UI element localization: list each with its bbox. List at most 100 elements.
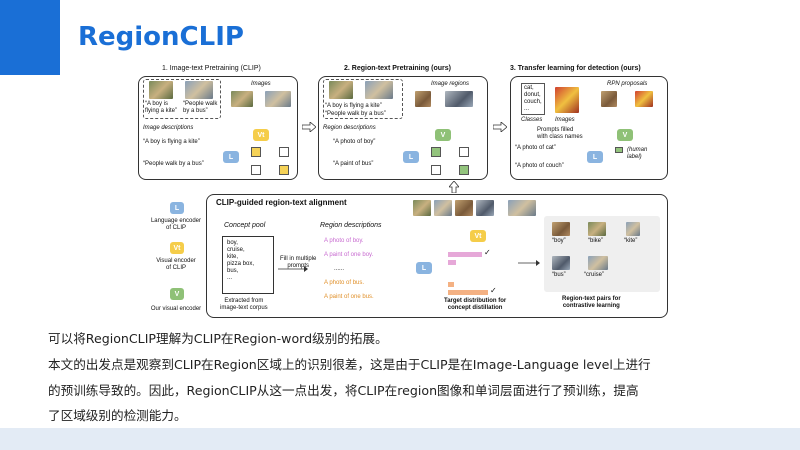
kite-photo <box>329 81 353 99</box>
pair-thumb-kite <box>626 222 640 236</box>
legend-language-encoder: L <box>170 202 184 214</box>
caption-kite: “A boy is flying a kite” <box>325 103 382 109</box>
images-label: Images <box>251 81 271 87</box>
classes-list: cat, donut, couch, ... <box>521 83 545 115</box>
distribution-bar <box>448 290 488 295</box>
rpn-proposals-label: RPN proposals <box>607 81 648 87</box>
description-cat: “A photo of cat” <box>515 145 556 151</box>
bus-photo <box>365 81 393 99</box>
similarity-cell <box>251 147 261 157</box>
body-line-2: 本文的出发点是观察到CLIP在Region区域上的识别很差，这是由于CLIP是在… <box>48 357 651 372</box>
similarity-cell <box>251 165 261 175</box>
region-desc-3: ...... <box>334 266 345 272</box>
caption-bus: “People walk by a bus” <box>325 111 386 117</box>
image-caption-group <box>143 79 221 119</box>
panel-image-text-pretraining: “A boy is flying a kite” “People walk by… <box>138 76 298 180</box>
our-visual-encoder: V <box>617 129 633 141</box>
legend-language-caption: Language encoder of CLIP <box>150 218 202 231</box>
arrow-right-icon <box>278 266 308 272</box>
check-icon: ✓ <box>484 248 491 257</box>
body-line-3: 的预训练导致的。因此，RegionCLIP从这一点出发，将CLIP在region… <box>48 383 639 398</box>
classes-label: Classes <box>521 117 543 123</box>
concept-pool-text: boy, cruise, kite, pizza box, bus, ... <box>227 240 255 281</box>
pair-thumb-bike <box>588 222 606 236</box>
prompts-label: Prompts filled with class names <box>537 127 583 140</box>
pair-label-cruise: “cruise” <box>584 272 605 278</box>
clip-visual-encoder: Vt <box>470 230 486 242</box>
our-visual-encoder: V <box>435 129 451 141</box>
pair-label-bus: “bus” <box>552 272 566 278</box>
distribution-bar <box>448 260 456 265</box>
panel1-title: 1. Image-text Pretraining (CLIP) <box>162 65 261 72</box>
description-bus: “A paint of bus” <box>333 161 374 167</box>
region-desc-5: A paint of one bus. <box>324 294 374 300</box>
region-desc-4: A photo of bus. <box>324 280 365 286</box>
similarity-cell <box>459 147 469 157</box>
images-label: Images <box>555 117 575 123</box>
similarity-cell <box>459 165 469 175</box>
fill-prompts-caption: Fill in multiple prompts <box>280 256 317 269</box>
body-line-1: 可以将RegionCLIP理解为CLIP在Region-word级别的拓展。 <box>48 331 388 346</box>
corpus-caption: Extracted from image-text corpus <box>220 298 268 311</box>
description-kite: “A boy is flying a kite” <box>143 139 200 145</box>
region-strip-5 <box>508 200 536 216</box>
caption-bus: “People walk by a bus” <box>183 101 218 114</box>
clip-language-encoder: L <box>403 151 419 163</box>
human-label: (human label) <box>627 147 648 160</box>
concept-pool-document: boy, cruise, kite, pizza box, bus, ... <box>222 236 274 294</box>
target-distribution-caption: Target distribution for concept distilla… <box>444 298 507 311</box>
similarity-cell <box>279 147 289 157</box>
pair-thumb-boy <box>552 222 570 236</box>
regionclip-figure: 1. Image-text Pretraining (CLIP) 2. Regi… <box>138 62 668 322</box>
image-thumb-1 <box>231 91 253 107</box>
arrow-up-icon <box>449 181 459 193</box>
region-strip-2 <box>434 200 452 216</box>
proposal-thumb-2 <box>635 91 653 107</box>
description-bus: “People walk by a bus” <box>143 161 204 167</box>
concept-pool-label: Concept pool <box>224 222 266 229</box>
region-descriptions-label: Region descriptions <box>323 125 376 131</box>
image-regions-label: Image regions <box>431 81 470 87</box>
region-thumb-2 <box>445 91 473 107</box>
body-line-4: 了区域级别的检测能力。 <box>48 408 187 423</box>
image-caption-group <box>323 79 403 119</box>
legend-clip-visual-encoder: Vt <box>170 242 184 254</box>
similarity-cell <box>431 165 441 175</box>
check-icon: ✓ <box>490 286 497 295</box>
pair-label-boy: “boy” <box>552 238 566 244</box>
region-desc-1: A photo of boy. <box>324 238 364 244</box>
arrow-right-icon <box>302 122 316 132</box>
panel3-title: 3. Transfer learning for detection (ours… <box>510 65 641 72</box>
clip-language-encoder: L <box>416 262 432 274</box>
region-text-pairs-caption: Region-text pairs for contrastive learni… <box>562 296 621 309</box>
clip-language-encoder: L <box>223 151 239 163</box>
region-desc-2: A paint of one boy. <box>324 252 374 258</box>
arrow-right-icon <box>518 260 540 266</box>
description-couch: “A photo of couch” <box>515 163 564 169</box>
similarity-cell <box>431 147 441 157</box>
panel2-title: 2. Region-text Pretraining (ours) <box>344 65 451 72</box>
similarity-cell <box>279 165 289 175</box>
clip-visual-encoder: Vt <box>253 129 269 141</box>
footer-band <box>0 428 800 450</box>
region-thumb-1 <box>415 91 431 107</box>
clip-language-encoder: L <box>587 151 603 163</box>
bus-photo <box>185 81 213 99</box>
region-strip-1 <box>413 200 431 216</box>
region-strip-4 <box>476 200 494 216</box>
legend-our-visual-caption: Our visual encoder <box>150 306 202 312</box>
images-thumb <box>555 87 579 113</box>
region-descriptions-label: Region descriptions <box>320 222 382 229</box>
pair-label-kite: “kite” <box>624 238 638 244</box>
image-descriptions-label: Image descriptions <box>143 125 194 131</box>
caption-kite: “A boy is flying a kite” <box>145 101 178 114</box>
pair-label-bike: “bike” <box>588 238 604 244</box>
slide-title: RegionCLIP <box>78 22 244 52</box>
similarity-cell <box>615 147 623 153</box>
kite-photo <box>149 81 173 99</box>
legend-our-visual-encoder: V <box>170 288 184 300</box>
region-text-pairs-box: “boy” “bike” “kite” “bus” “cruise” <box>544 216 660 292</box>
description-boy: “A photo of boy” <box>333 139 376 145</box>
pair-thumb-bus <box>552 256 570 270</box>
image-thumb-2 <box>265 91 291 107</box>
